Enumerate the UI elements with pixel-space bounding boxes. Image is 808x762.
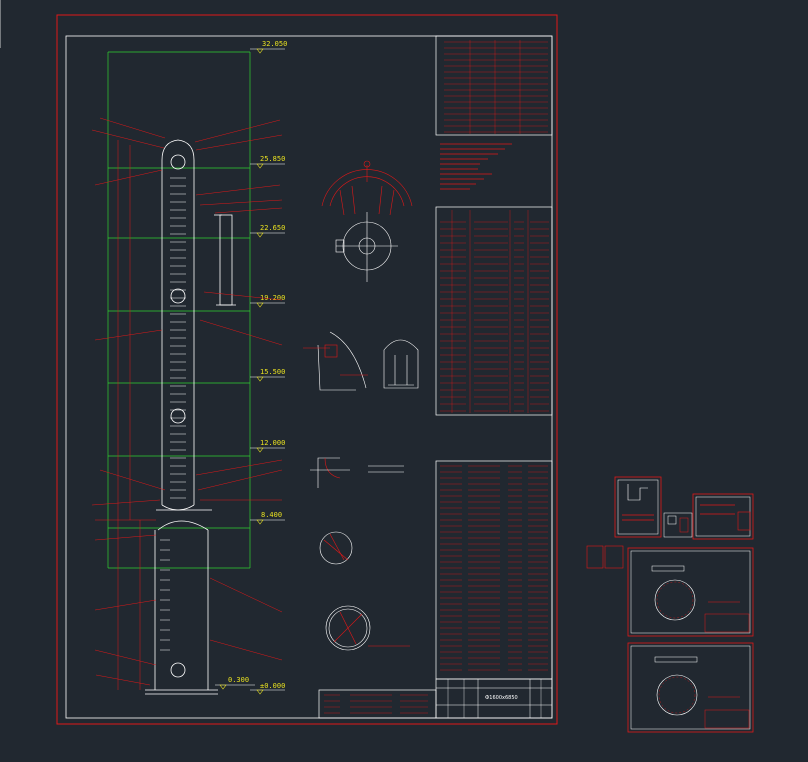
leader-line xyxy=(199,199,283,206)
svg-text:8.400: 8.400 xyxy=(261,511,282,519)
side-sheet-2[interactable] xyxy=(663,512,693,538)
tower-column xyxy=(145,139,236,695)
elevation-marker-4: 15.500 xyxy=(250,368,285,382)
leader-line xyxy=(99,117,166,139)
elevation-marker-0: 32.050 xyxy=(250,40,287,54)
svg-text:22.650: 22.650 xyxy=(260,224,285,232)
technical-requirements-notes xyxy=(440,143,512,190)
manhole-nozzles xyxy=(170,154,186,678)
leader-line xyxy=(197,469,283,491)
detail-view-2 xyxy=(383,339,419,389)
elevation-marker-1: 25.850 xyxy=(250,155,285,169)
elevation-marker-5: 12.000 xyxy=(250,439,285,453)
detail-view-4 xyxy=(319,531,353,565)
leader-line xyxy=(195,184,281,196)
svg-text:25.850: 25.850 xyxy=(260,155,285,163)
leader-line xyxy=(195,459,283,476)
leader-line xyxy=(203,291,283,301)
side-sheet-6[interactable] xyxy=(627,642,754,733)
svg-text:19.200: 19.200 xyxy=(260,294,285,302)
column-trays xyxy=(160,177,186,651)
section-top-view xyxy=(321,160,413,282)
sheet-inner-frame xyxy=(65,35,553,719)
technical-spec-table xyxy=(435,35,553,136)
drawing-label: Ф1600x6850 xyxy=(485,695,518,701)
svg-text:15.500: 15.500 xyxy=(260,368,285,376)
sheet-outer-frame xyxy=(56,14,558,725)
svg-text:12.000: 12.000 xyxy=(260,439,285,447)
side-sheet-4[interactable] xyxy=(586,545,624,569)
side-sheet-1[interactable] xyxy=(614,476,662,538)
leader-line xyxy=(94,599,157,611)
detail-view-1 xyxy=(303,331,368,391)
leader-line xyxy=(209,577,283,613)
leader-line xyxy=(95,674,151,686)
leader-line xyxy=(199,319,283,346)
side-sheet-3[interactable] xyxy=(692,493,754,540)
leader-line xyxy=(209,639,283,661)
elevation-marker-3: 19.200 xyxy=(250,294,285,308)
side-sheet-5[interactable] xyxy=(627,547,754,637)
leader-line xyxy=(214,207,283,214)
leader-lines xyxy=(91,117,283,686)
leader-line xyxy=(91,499,161,506)
leader-line xyxy=(195,134,283,151)
nozzle-table xyxy=(435,206,553,416)
elevation-marker-6: 8.400 xyxy=(250,511,285,525)
elevation-grid xyxy=(107,51,251,569)
detail-view-3 xyxy=(310,457,404,488)
leader-line xyxy=(94,169,163,186)
leader-line xyxy=(94,329,163,341)
dimension-line xyxy=(117,140,141,690)
svg-text:32.050: 32.050 xyxy=(262,40,287,48)
svg-text:0.300: 0.300 xyxy=(228,676,249,684)
title-block: Ф1600x6850 xyxy=(435,678,553,719)
leader-line xyxy=(194,119,281,143)
leader-line xyxy=(91,129,165,149)
svg-text:±0.000: ±0.000 xyxy=(260,682,285,690)
detail-view-5 xyxy=(325,605,410,651)
leader-line xyxy=(94,649,157,666)
leader-line xyxy=(99,469,166,491)
elevation-marker-7: 0.300 xyxy=(215,676,255,690)
elevation-marker-2: 22.650 xyxy=(250,224,285,238)
leader-line xyxy=(94,534,157,541)
elevation-marker-8: ±0.000 xyxy=(250,682,285,695)
parts-list-table xyxy=(435,460,553,680)
revision-table xyxy=(318,689,437,719)
